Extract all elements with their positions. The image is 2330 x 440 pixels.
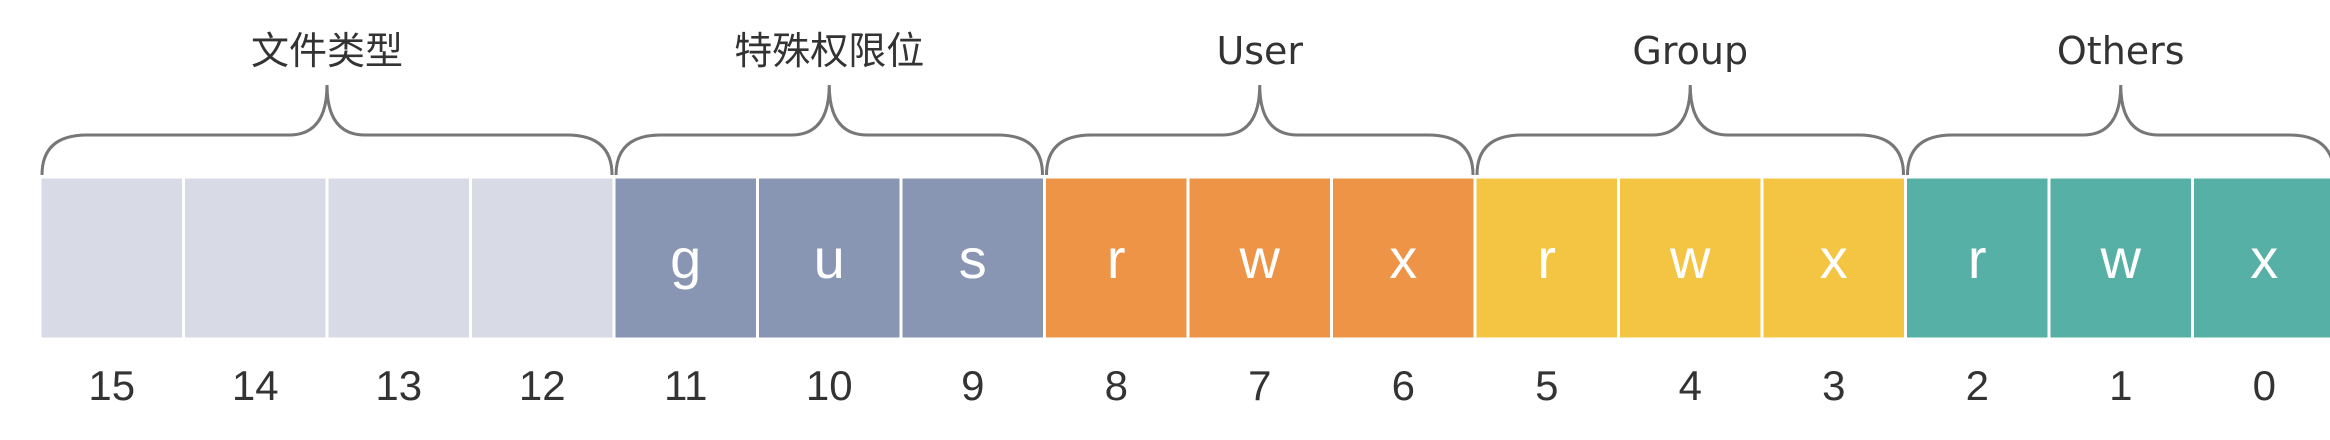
bit-index: 9 [961, 362, 984, 409]
bit-cell [325, 175, 472, 341]
bit-cell [2191, 175, 2330, 341]
bit-letter: x [1820, 227, 1848, 290]
bit-letter: g [670, 227, 701, 290]
bit-index: 5 [1535, 362, 1558, 409]
bit-index: 14 [232, 362, 279, 409]
bit-letter: r [1537, 227, 1556, 290]
bit-letter: r [1968, 227, 1987, 290]
bit-index: 3 [1822, 362, 1845, 409]
bit-index: 15 [88, 362, 135, 409]
bit-letter: s [959, 227, 987, 290]
bit-cell [1904, 175, 2051, 341]
bit-cell [612, 175, 759, 341]
bit-index: 12 [519, 362, 566, 409]
bit-index: 1 [2109, 362, 2132, 409]
bit-index: 2 [1966, 362, 1989, 409]
group-brace [614, 84, 1044, 176]
group-label: User [1216, 29, 1303, 73]
group-label: Group [1632, 29, 1748, 73]
group-label: 文件类型 [251, 29, 403, 73]
bit-cell [182, 175, 329, 341]
bit-letter: x [2250, 227, 2278, 290]
group-brace [1045, 84, 1475, 176]
bit-cell [1760, 175, 1907, 341]
bit-letter: w [1239, 227, 1281, 290]
bit-letter: x [1389, 227, 1417, 290]
bit-cell [1043, 175, 1190, 341]
bit-index: 10 [806, 362, 853, 409]
bit-index: 13 [375, 362, 422, 409]
group-label: 特殊权限位 [734, 29, 924, 73]
bit-cell [1617, 175, 1764, 341]
bit-index: 11 [664, 362, 708, 409]
group-brace [1906, 84, 2330, 176]
bit-cell [38, 175, 185, 341]
bit-cell [756, 175, 903, 341]
bit-letter: r [1107, 227, 1126, 290]
bit-letter: u [814, 227, 845, 290]
bit-letter: w [2100, 227, 2142, 290]
bit-cells [38, 175, 2330, 341]
group-label: Others [2057, 29, 2185, 73]
bit-index: 0 [2253, 362, 2276, 409]
bit-cell [899, 175, 1046, 341]
bit-cell [1330, 175, 1477, 341]
bit-index: 4 [1679, 362, 1702, 409]
group-labels: 文件类型 特殊权限位 User Group Others [251, 29, 2185, 73]
bit-index: 8 [1105, 362, 1128, 409]
bit-cell [469, 175, 616, 341]
bit-index: 6 [1392, 362, 1415, 409]
group-brace [1475, 84, 1905, 176]
bit-letter: w [1669, 227, 1711, 290]
group-braces [40, 84, 2330, 176]
group-brace [40, 84, 614, 176]
bit-cell [1186, 175, 1333, 341]
bit-index: 7 [1248, 362, 1271, 409]
